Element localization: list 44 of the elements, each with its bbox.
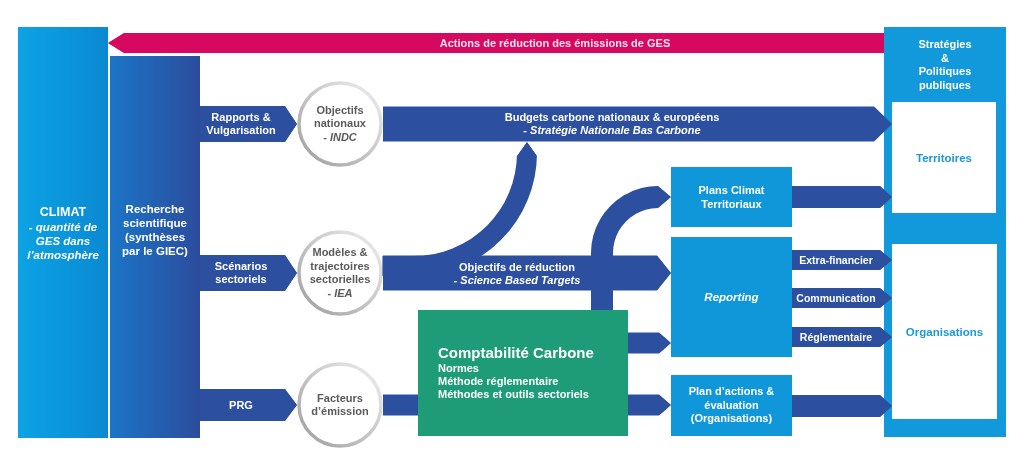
- process-box: [671, 375, 792, 436]
- arrow: [792, 288, 892, 308]
- arrow: [383, 255, 671, 291]
- arrow: [200, 106, 297, 142]
- column-title: CLIMAT: [39, 203, 87, 220]
- arrow: [200, 389, 297, 421]
- panel-title: Comptabilité Carbone: [438, 343, 594, 362]
- panel-item: Méthodes et outils sectoriels: [438, 388, 589, 401]
- arrow: [628, 332, 671, 354]
- process-label: Reporting: [704, 290, 759, 304]
- policy-panel: [884, 27, 1006, 437]
- concept-circle: [297, 81, 383, 167]
- curved-arrow: [382, 142, 537, 276]
- arrow: [792, 327, 892, 347]
- arrow: [792, 186, 892, 208]
- curved-arrow: [591, 186, 671, 310]
- circle-label: Facteurs d’émission: [310, 391, 370, 419]
- concept-circle: [297, 362, 383, 448]
- process-label: Plans Climat Territoriaux: [697, 183, 766, 211]
- arrow: [792, 250, 892, 270]
- arrow: [792, 395, 892, 417]
- panel-heading: Stratégies & Politiques publiques: [917, 38, 973, 92]
- circle-label: Objectifs nationaux - INDC: [313, 103, 367, 145]
- connector-band: [383, 394, 418, 416]
- arrow: [383, 106, 892, 142]
- arrow: [628, 394, 671, 416]
- research-column: [110, 56, 200, 438]
- concept-circle: [297, 230, 383, 316]
- panel-item: Méthode réglementaire: [438, 375, 559, 388]
- target-label: Organisations: [905, 324, 984, 339]
- process-label: Plan d’actions & évaluation (Organisations): [687, 385, 776, 426]
- target-box: [892, 102, 996, 213]
- panel-item: Normes: [438, 362, 479, 375]
- method-panel: [418, 310, 628, 436]
- process-box: [671, 167, 792, 227]
- circle-label: Modèles & trajectoires sectorielles - IEA: [308, 246, 372, 300]
- arrow: [108, 33, 884, 53]
- target-box: [892, 244, 997, 419]
- climate-column: [18, 27, 108, 438]
- arrow: [200, 255, 297, 291]
- process-box: [671, 237, 792, 357]
- column-subtitle: - quantité de GES dans l’atmosphère: [26, 219, 100, 262]
- target-label: Territoires: [916, 150, 972, 165]
- column-label: Recherche scientifique (synthèses par le GIEC): [121, 202, 189, 258]
